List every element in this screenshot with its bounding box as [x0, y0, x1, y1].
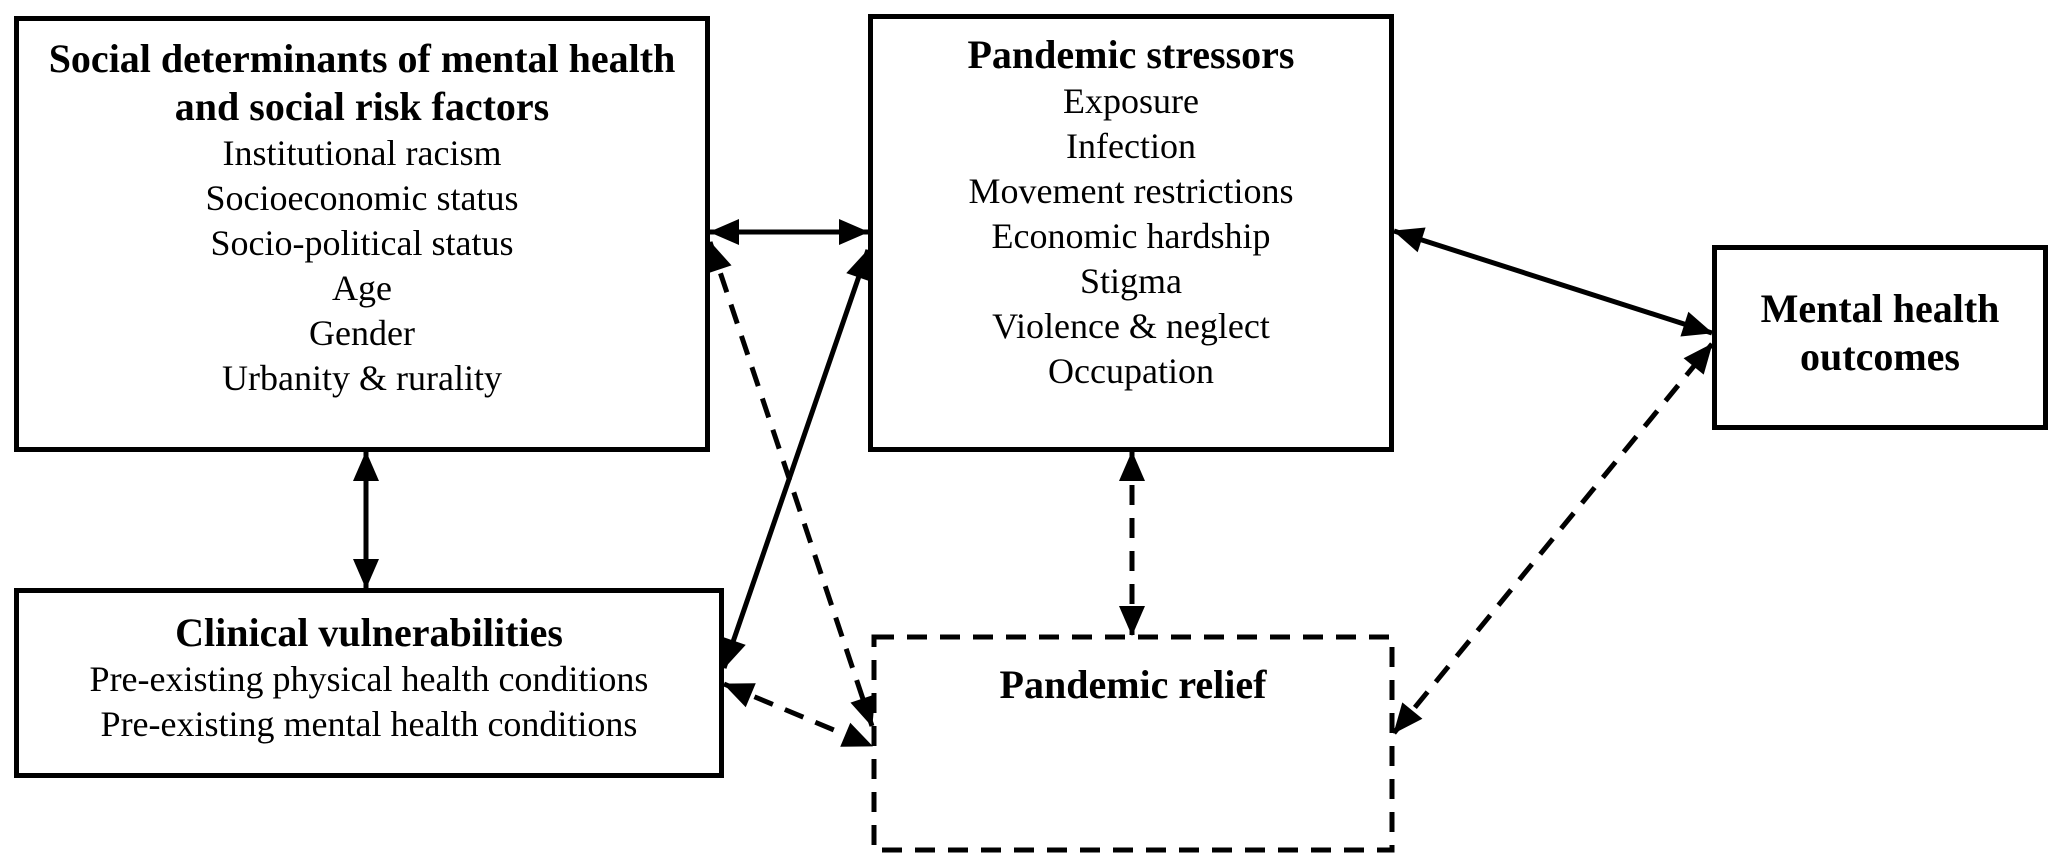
edge-clinical-vulnerabilities-pandemic-stressors — [721, 249, 871, 669]
list-item: Infection — [1066, 126, 1196, 166]
list-item: Age — [332, 268, 392, 308]
box-social-determinants: Social determinants of mental health and… — [14, 16, 710, 452]
list-item: Urbanity & rurality — [222, 358, 502, 398]
list-item: Pre-existing physical health conditions — [89, 659, 649, 699]
list-item: Socioeconomic status — [205, 178, 519, 218]
box-title: Social determinants of mental health and… — [48, 36, 676, 129]
edge-pandemic-relief-mental-health-outcomes — [1392, 342, 1714, 735]
box-title: Pandemic relief — [999, 662, 1267, 707]
box-title: Clinical vulnerabilities — [175, 610, 563, 655]
box-mental-health-outcomes: Mental health outcomes — [1712, 245, 2048, 430]
box-title: Mental health outcomes — [1760, 285, 2000, 379]
edge-social-determinants-pandemic-relief — [706, 241, 876, 727]
list-item: Stigma — [1079, 261, 1182, 301]
list-item: Occupation — [1048, 351, 1214, 391]
list-item: Violence & neglect — [992, 306, 1270, 346]
list-item: Institutional racism — [222, 133, 502, 173]
edge-pandemic-stressors-mental-health-outcomes — [1393, 227, 1713, 337]
list-item: Pre-existing mental health conditions — [100, 704, 638, 744]
list-item: Economic hardship — [991, 216, 1271, 256]
box-pandemic-relief: Pandemic relief — [872, 635, 1394, 852]
edge-clinical-vulnerabilities-pandemic-relief — [723, 681, 873, 749]
list-item: Gender — [309, 313, 415, 353]
list-item: Movement restrictions — [968, 171, 1294, 211]
list-item: Socio-political status — [210, 223, 514, 263]
box-clinical-vulnerabilities: Clinical vulnerabilities Pre-existing ph… — [14, 588, 724, 778]
box-title: Pandemic stressors — [967, 32, 1295, 77]
list-item: Exposure — [1063, 81, 1199, 121]
